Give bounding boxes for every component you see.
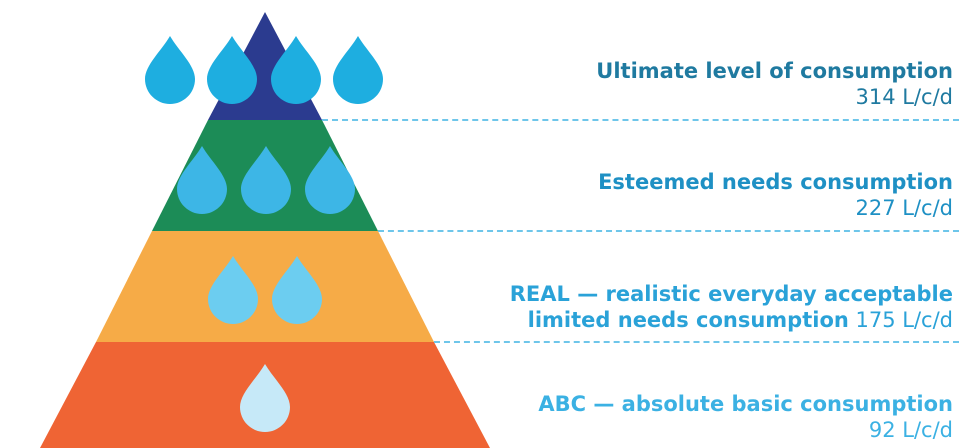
water-drop-icon	[177, 146, 227, 214]
water-drop-icon	[272, 256, 322, 324]
level-label-ultimate: Ultimate level of consumption 314 L/c/d	[596, 58, 953, 110]
level-label-abc: ABC — absolute basic consumption 92 L/c/…	[538, 391, 953, 443]
drops-real	[208, 256, 322, 324]
level-value: 175 L/c/d	[855, 308, 953, 332]
water-drop-icon	[207, 36, 257, 104]
level-value: 227 L/c/d	[855, 196, 953, 220]
level-label-real: REAL — realistic everyday acceptable lim…	[510, 281, 953, 333]
level-title: ABC — absolute basic consumption	[538, 392, 953, 416]
level-title: limited needs consumption	[527, 308, 849, 332]
divider-line	[378, 230, 959, 232]
level-label-esteemed: Esteemed needs consumption 227 L/c/d	[598, 169, 953, 221]
level-title: Ultimate level of consumption	[596, 59, 953, 83]
water-drop-icon	[145, 36, 195, 104]
water-drop-icon	[333, 36, 383, 104]
drops-ultimate	[145, 36, 383, 104]
level-title: Esteemed needs consumption	[598, 170, 953, 194]
level-value: 314 L/c/d	[855, 85, 953, 109]
water-drop-icon	[271, 36, 321, 104]
water-drop-icon	[241, 146, 291, 214]
divider-line	[322, 119, 959, 121]
level-title: REAL — realistic everyday acceptable	[509, 282, 953, 306]
pyramid-band-real	[96, 231, 434, 342]
drops-esteemed	[177, 146, 355, 214]
divider-line	[434, 341, 959, 343]
water-drop-icon	[305, 146, 355, 214]
water-drop-icon	[240, 364, 290, 432]
level-value: 92 L/c/d	[868, 418, 953, 442]
drops-abc	[240, 364, 290, 432]
water-drop-icon	[208, 256, 258, 324]
